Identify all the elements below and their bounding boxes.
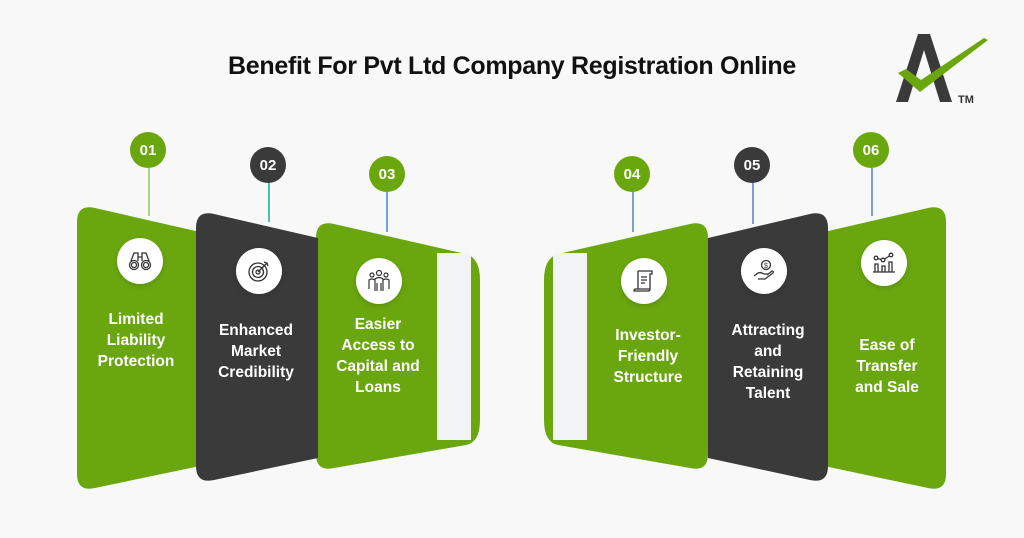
document-scroll-icon	[621, 258, 667, 304]
number-badge-04: 04	[614, 156, 650, 192]
number-badge-01: 01	[130, 132, 166, 168]
stem-05	[752, 182, 754, 224]
stem-04	[632, 192, 634, 232]
page-title: Benefit For Pvt Ltd Company Registration…	[228, 52, 796, 80]
svg-text:$: $	[764, 263, 768, 270]
svg-text:TM: TM	[958, 94, 974, 106]
number-badge-05: 05	[734, 147, 770, 183]
benefit-label-03: Easier Access to Capital and Loans	[336, 316, 420, 396]
panel-04-strip	[553, 253, 587, 440]
company-logo: TM	[888, 28, 998, 108]
benefit-label-02: Enhanced Market Credibility	[218, 322, 294, 381]
benefit-label-06: Ease of Transfer and Sale	[855, 337, 919, 396]
panel-03-strip	[437, 253, 471, 440]
panel-06	[824, 207, 946, 489]
stem-03	[386, 192, 388, 232]
number-badge-06: 06	[853, 132, 889, 168]
stem-02	[268, 182, 270, 222]
benefit-label-01: Limited Liability Protection	[97, 311, 175, 370]
hand-coin-icon: $	[741, 248, 787, 294]
panel-05	[708, 213, 828, 481]
stem-06	[871, 168, 873, 216]
stem-01	[148, 168, 150, 216]
logo-check-icon	[898, 38, 988, 92]
logo-a-shape-icon	[896, 34, 952, 102]
panel-01	[77, 207, 200, 489]
benefit-label-05: Attracting and Retaining Talent	[731, 322, 805, 402]
target-icon	[236, 248, 282, 294]
team-icon	[356, 258, 402, 304]
number-badge-02: 02	[250, 147, 286, 183]
panel-02	[196, 213, 318, 481]
benefit-label-04: Investor- Friendly Structure	[613, 327, 683, 386]
binoculars-icon	[117, 238, 163, 284]
number-badge-03: 03	[369, 156, 405, 192]
bar-chart-growth-icon	[861, 240, 907, 286]
